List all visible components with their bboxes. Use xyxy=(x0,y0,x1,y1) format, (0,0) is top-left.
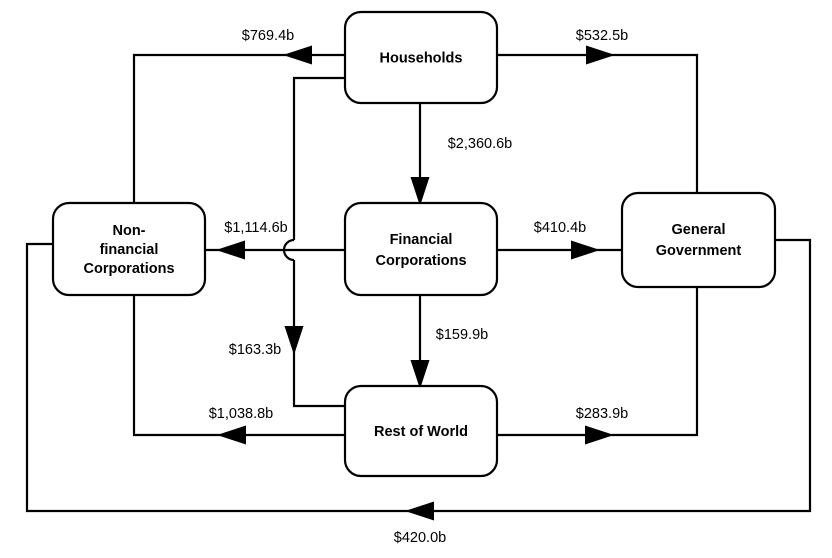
node-government-label-line1: General xyxy=(672,222,726,238)
edge-label-hh-to-row: $163.3b xyxy=(229,342,281,358)
node-nonfinancial-label-line2: financial xyxy=(100,242,159,258)
arrowhead-hh-to-fc xyxy=(410,177,430,206)
node-government-label-line2: Government xyxy=(656,243,742,259)
node-households-label: Households xyxy=(380,50,463,66)
node-nonfinancial-label-line1: Non- xyxy=(112,223,145,239)
node-nonfinancial-shape[interactable] xyxy=(51,201,207,297)
edge-line-row-to-nfc xyxy=(132,295,345,437)
arrowhead-fc-to-row xyxy=(410,360,430,389)
edge-line-hh-to-nfc xyxy=(132,53,345,203)
edge-households-to-financial xyxy=(410,103,430,206)
node-households[interactable]: Households xyxy=(343,10,499,105)
edge-label-fc-to-gg: $410.4b xyxy=(534,220,586,236)
node-restofworld-shape[interactable] xyxy=(343,384,499,478)
node-rest-of-world[interactable]: Rest of World xyxy=(343,384,499,478)
edge-restofworld-to-nonfinancial xyxy=(132,295,345,445)
node-nonfinancial-label-line3: Corporations xyxy=(83,261,174,277)
arrowhead-hh-to-gg xyxy=(586,45,615,65)
node-nonfinancial-corporations[interactable]: Non- financial Corporations xyxy=(51,201,207,297)
edge-label-hh-to-nfc: $769.4b xyxy=(242,28,294,44)
edge-label-hh-to-fc: $2,360.6b xyxy=(448,136,513,152)
node-general-government[interactable]: General Government xyxy=(620,191,777,289)
edge-households-to-government xyxy=(497,45,699,193)
edge-restofworld-to-government xyxy=(497,287,699,445)
edge-government-to-nonfinancial xyxy=(25,238,812,521)
arrowhead-hh-to-nfc xyxy=(283,45,312,65)
node-financial-corporations[interactable]: Financial Corporations xyxy=(343,201,499,297)
edge-label-fc-to-row: $159.9b xyxy=(436,327,488,343)
node-financial-shape[interactable] xyxy=(343,201,499,297)
edge-line-row-to-gg xyxy=(497,287,699,437)
node-financial-label-line2: Corporations xyxy=(375,253,466,269)
arrowhead-fc-to-nfc xyxy=(216,240,245,260)
edge-households-to-nonfinancial xyxy=(132,45,345,203)
node-households-shape[interactable] xyxy=(343,10,499,105)
edge-financial-to-nonfinancial xyxy=(205,240,345,260)
arrowhead-hh-to-row xyxy=(284,326,304,355)
edge-label-gg-to-nfc: $420.0b xyxy=(394,530,446,546)
arrowhead-fc-to-gg xyxy=(571,240,600,260)
arrowhead-gg-to-nfc xyxy=(405,501,434,521)
edge-label-row-to-gg: $283.9b xyxy=(576,406,628,422)
node-restofworld-label: Rest of World xyxy=(374,424,468,440)
edge-line-hh-to-gg xyxy=(497,53,699,193)
arrowhead-row-to-nfc xyxy=(217,425,246,445)
edge-line-hh-to-row-lower xyxy=(292,260,345,408)
edge-label-hh-to-gg: $532.5b xyxy=(576,28,628,44)
edge-financial-to-restofworld xyxy=(410,295,430,389)
edge-label-row-to-nfc: $1,038.8b xyxy=(209,406,274,422)
edge-label-fc-to-nfc: $1,114.6b xyxy=(224,220,287,236)
arrowhead-row-to-gg xyxy=(585,425,614,445)
edge-financial-to-government xyxy=(497,240,622,260)
node-government-shape[interactable] xyxy=(620,191,777,289)
node-financial-label-line1: Financial xyxy=(390,232,453,248)
edge-line-hh-to-row-upper xyxy=(292,76,345,240)
edge-households-to-restofworld xyxy=(282,76,345,408)
